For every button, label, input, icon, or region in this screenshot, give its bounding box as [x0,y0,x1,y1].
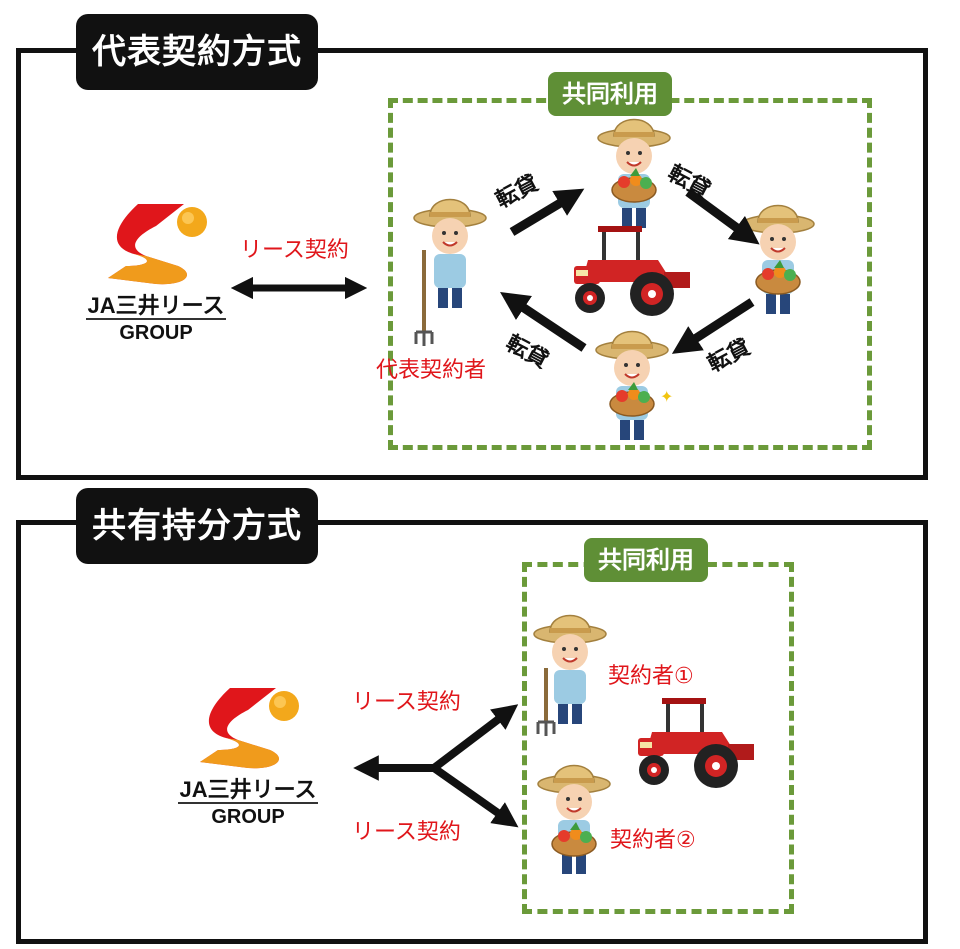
shared-use-label-1: 共同利用 [548,72,672,116]
ja-mitsui-lease-logo-1: JA三井リース GROUP [86,196,226,346]
farmer-bottom: ✦ [595,330,673,446]
s-mark-icon [108,204,207,285]
logo-name: JA三井リース [179,777,317,802]
lease-branch-down [431,764,519,828]
lease-contract-label-3: リース契約 [352,820,461,845]
logo-divider [86,318,226,320]
s-mark-icon [200,688,299,769]
contractor-2-farmer [537,764,611,880]
contractor-2-label: 契約者② [610,828,696,853]
sublease-arrow-1 [509,188,585,236]
representative-farmer [413,198,487,346]
sublease-arrow-4 [500,292,587,352]
tractor-1 [574,226,690,316]
tractor-2 [638,698,754,788]
contractor-1-label: 契約者① [608,664,694,689]
logo-name: JA三井リース [87,293,225,318]
contractor-1-farmer [533,614,607,736]
farmer-right [741,204,815,320]
shared-use-label-2: 共同利用 [584,538,708,582]
logo-group: GROUP [211,806,285,828]
lease-contract-label-1: リース契約 [240,238,349,263]
logo-group: GROUP [119,322,193,344]
co-ownership-panel [16,520,928,944]
svg-text:✦: ✦ [660,387,673,406]
lease-contract-label-2: リース契約 [352,690,461,715]
sublease-arrow-2 [685,188,760,245]
representative-contractor-label: 代表契約者 [376,358,487,383]
logo-divider [178,802,318,804]
sublease-arrow-3 [671,298,755,354]
section1-title: 代表契約方式 [76,14,318,90]
lease-branch-up [431,704,519,772]
farmer-top [597,118,671,234]
section2-title: 共有持分方式 [76,488,318,564]
ja-mitsui-lease-logo-2: JA三井リース GROUP [178,680,318,830]
